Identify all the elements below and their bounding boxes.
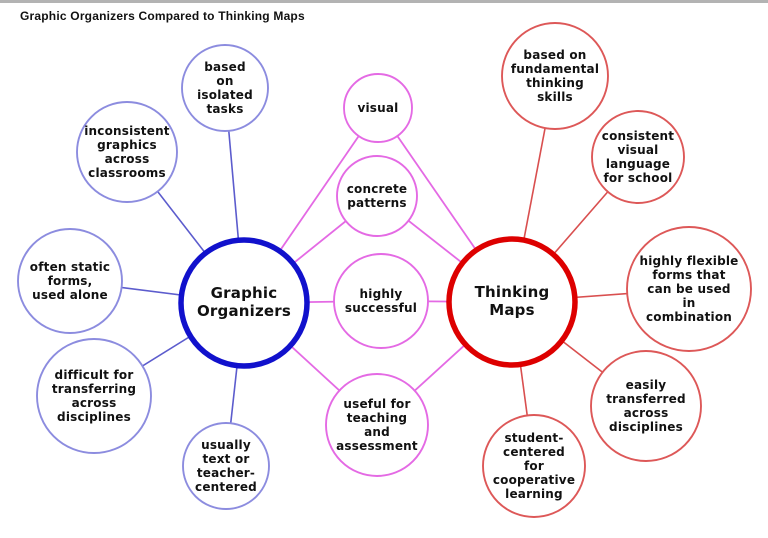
node-graphic-organizers-circle xyxy=(178,237,310,369)
node-highly-flexible-forms-combination-circle xyxy=(626,226,752,352)
node-highly-successful-circle xyxy=(333,253,429,349)
node-useful-for-teaching-and-assessment-circle xyxy=(325,373,429,477)
node-often-static-forms-used-alone-circle xyxy=(17,228,123,334)
node-inconsistent-graphics-across-classrooms-circle xyxy=(76,101,178,203)
node-usually-text-or-teacher-centered-circle xyxy=(182,422,270,510)
node-thinking-maps-circle xyxy=(446,236,578,368)
node-easily-transferred-across-disciplines-circle xyxy=(590,350,702,462)
node-student-centered-for-cooperative-learning-circle xyxy=(482,414,586,518)
node-visual-circle xyxy=(343,73,413,143)
node-based-on-fundamental-thinking-skills-circle xyxy=(501,22,609,130)
node-difficult-for-transferring-across-disciplines-circle xyxy=(36,338,152,454)
page-title: Graphic Organizers Compared to Thinking … xyxy=(20,9,305,23)
node-based-on-isolated-tasks-circle xyxy=(181,44,269,132)
node-concrete-patterns-circle xyxy=(336,155,418,237)
window-top-edge xyxy=(0,0,768,3)
node-consistent-visual-language-for-school-circle xyxy=(591,110,685,204)
